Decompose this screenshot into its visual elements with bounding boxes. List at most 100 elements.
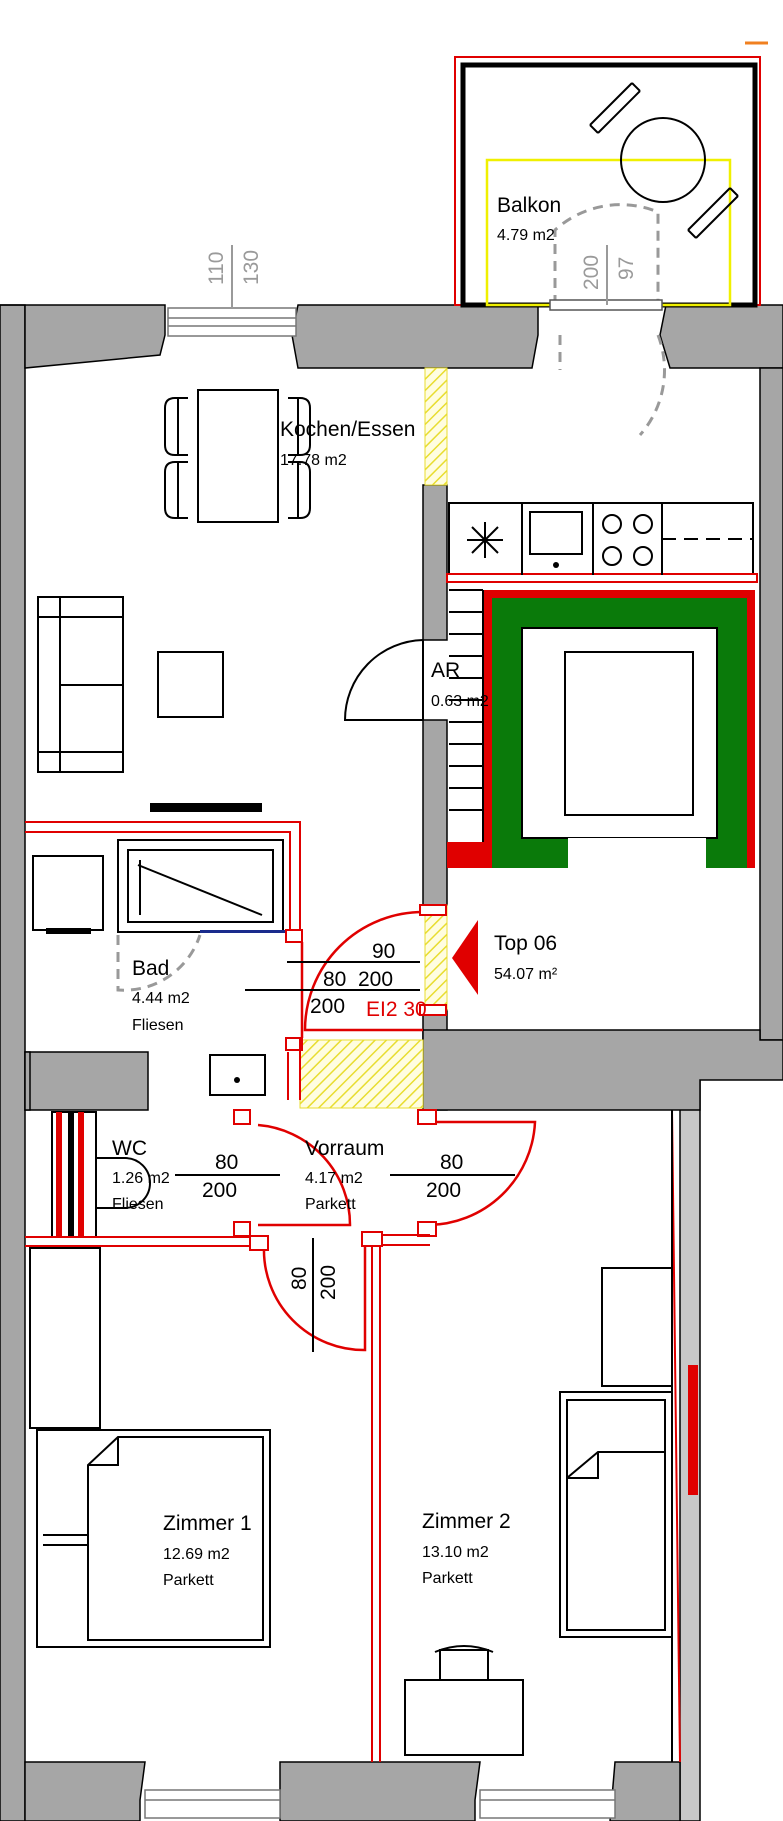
room-vorraum-name: Vorraum: [305, 1137, 384, 1160]
z1-wardrobe: [29, 1247, 101, 1429]
dim-window-top-a: 110: [205, 252, 228, 285]
wall-bottom-left: [24, 1761, 146, 1821]
room-bad-floor: Fliesen: [132, 1017, 184, 1034]
wc-wall-bottom: [25, 1236, 258, 1247]
wall-bottom-mid: [279, 1761, 481, 1821]
room-bad-name: Bad: [132, 957, 169, 980]
dim-bad-h: 200: [310, 995, 345, 1018]
wc: [25, 1109, 352, 1247]
zimmer1: [29, 1247, 271, 1648]
dim-balcony-door-a: 200: [580, 255, 603, 290]
kitchen-burner-3: [602, 546, 622, 566]
entry-door: [245, 904, 478, 1032]
hatch-entry: [424, 904, 448, 1011]
kitchen-edge-red: [446, 573, 758, 583]
dining-chair-1: [164, 397, 188, 456]
tv-board: [150, 803, 262, 812]
room-wc-area: 1.26 m2: [112, 1170, 170, 1187]
corridor-wall-red: [370, 1234, 430, 1762]
wc-shaft-red-2: [78, 1112, 84, 1237]
balcony-railing: [460, 62, 758, 308]
balcony-door-swing-down: [558, 334, 666, 436]
labels: 110 130 200 97 Balkon 4.79 m2 Kochen/Ess…: [112, 194, 638, 1589]
bathtub: [117, 839, 284, 933]
vorraum-right-wall: [671, 1109, 681, 1763]
window-right-red: [688, 1365, 698, 1495]
wall-top-left: [0, 304, 166, 369]
dining-chair-4: [288, 461, 311, 519]
z2-door-swing: [427, 1120, 537, 1227]
room-wc-floor: Fliesen: [112, 1196, 164, 1213]
wall-right-upper: [759, 367, 783, 1041]
wall-bottom-right: [609, 1761, 681, 1821]
z2-desk-chair: [439, 1649, 489, 1681]
wall-inner-ar: [422, 719, 448, 906]
room-zimmer2-floor: Parkett: [422, 1570, 473, 1587]
dining: [32, 389, 311, 934]
wall-bad-bottom: [24, 1051, 149, 1111]
window-bottom-left: [144, 1789, 281, 1819]
room-kochen-area: 17.78 m2: [280, 452, 347, 469]
wall-cabinet-foot: [46, 928, 91, 934]
room-ar-name: AR: [431, 659, 460, 682]
z2-shelf: [601, 1267, 673, 1387]
wc-toilet: [96, 1157, 151, 1209]
z1-blanket: [87, 1436, 264, 1641]
balcony-door-swing: [553, 203, 660, 305]
windows: [144, 307, 698, 1819]
room-zimmer1-floor: Parkett: [163, 1572, 214, 1589]
dining-table: [197, 389, 279, 523]
balcony-chair-2: [687, 187, 739, 239]
kitchen: [446, 502, 758, 583]
room-balkon-area: 4.79 m2: [497, 227, 555, 244]
kitchen-fridge-icon: [467, 522, 503, 558]
corridor-frame-corner: [361, 1231, 383, 1247]
kitchen-burner-4: [633, 546, 653, 566]
dim-wc-w: 80: [215, 1151, 238, 1174]
entry-frame-bottom: [419, 1004, 447, 1016]
room-zimmer1-area: 12.69 m2: [163, 1546, 230, 1563]
bad-door-frame-top: [285, 929, 303, 943]
dim-z2-h: 200: [426, 1179, 461, 1202]
dining-chair-3: [288, 397, 311, 456]
bad-wall-red: [25, 821, 301, 940]
z1-door-swing: [262, 1246, 367, 1352]
balcony-chair-1: [589, 82, 641, 134]
vorraum: [249, 1109, 681, 1763]
room-bad-area: 4.44 m2: [132, 990, 190, 1007]
wall-top-right: [659, 304, 783, 369]
entry-door-swing: [303, 910, 424, 1032]
z2-desk: [404, 1679, 524, 1756]
z2-blanket: [566, 1451, 666, 1631]
shaft-opening: [568, 838, 706, 868]
coffee-table: [157, 651, 224, 718]
dim-z2-w: 80: [440, 1151, 463, 1174]
wc-frame-bottom: [233, 1221, 251, 1237]
entry-arrow-icon: [452, 920, 478, 995]
stairs: [449, 589, 484, 842]
room-zimmer2-name: Zimmer 2: [422, 1510, 511, 1533]
room-kochen-name: Kochen/Essen: [280, 418, 415, 441]
room-zimmer1-name: Zimmer 1: [163, 1512, 252, 1535]
wall-inner-kitchen: [422, 484, 448, 641]
window-top-left: [167, 307, 297, 337]
wc-shaft-red-1: [56, 1112, 62, 1237]
kitchen-burner-2: [633, 514, 653, 534]
bad-door-swing: [116, 934, 202, 992]
bad-sink: [209, 1054, 266, 1096]
dim-wc-h: 200: [202, 1179, 237, 1202]
balcony-table: [620, 117, 706, 203]
bad-door-frame-bottom: [285, 1037, 303, 1051]
ar-door: [343, 639, 424, 721]
room-wc-name: WC: [112, 1137, 147, 1160]
z1-frame-left: [249, 1235, 269, 1251]
room-balkon-name: Balkon: [497, 194, 561, 217]
room-ar-area: 0.63 m2: [431, 693, 489, 710]
dim-entry-rating: EI2 30: [366, 998, 427, 1021]
dim-window-top-b: 130: [240, 250, 263, 285]
window-bottom-right: [479, 1789, 616, 1819]
entry-frame-top: [419, 904, 447, 916]
wall-top-mid: [291, 304, 539, 369]
room-vorraum-floor: Parkett: [305, 1196, 356, 1213]
